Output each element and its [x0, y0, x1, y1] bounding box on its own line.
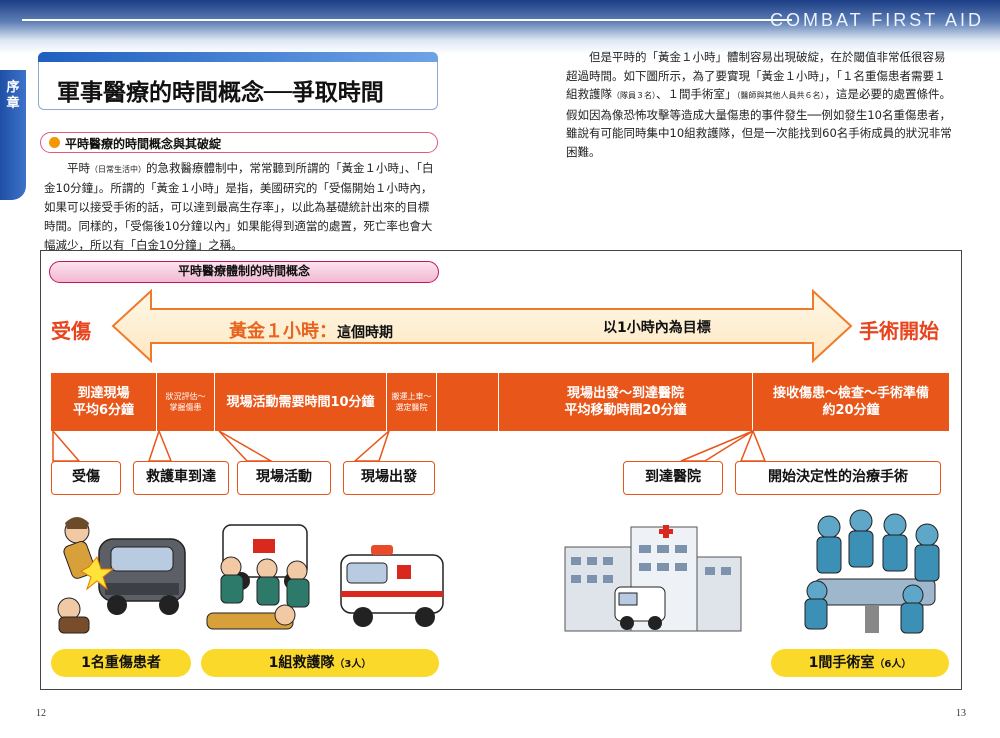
phase-line: 約20分鐘: [822, 403, 880, 418]
label-operating-room: 1間手術室（6人）: [771, 649, 949, 677]
chapter-tab-label: 序章: [6, 80, 20, 111]
left-para-part1: 平時: [67, 161, 90, 175]
left-paragraph: 平時（日常生活中）的急救醫療體制中，常常聽到所謂的「黃金１小時」、「白金10分鐘…: [44, 159, 436, 255]
rescue-team-illustration: [206, 524, 310, 630]
label-team: 1組救護隊（3人）: [201, 649, 439, 677]
right-para-note2: （醫師與其他人員共６名）: [736, 91, 825, 100]
page-title: 軍事醫療的時間概念──爭取時間: [57, 80, 384, 106]
golden-hour-label: 黃金１小時：: [229, 321, 337, 342]
callout-ambulance: 救護車到達: [133, 461, 229, 495]
phase-line: 掌握傷患: [169, 403, 202, 412]
right-para-part1: 但是平時的「黃金１小時」體制容易出現破綻，在於閾值非常低很容易超過時間。如下圖所…: [566, 50, 946, 101]
right-para-part2: 、１間手術室」: [656, 87, 737, 101]
phase-line: 平均6分鐘: [72, 403, 135, 418]
golden-hour-text: 黃金１小時：這個時期: [229, 317, 393, 343]
phase-surgery-prep: 接收傷患～檢查～手術準備約20分鐘: [753, 373, 949, 431]
phase-line: 接收傷患～檢查～手術準備: [772, 386, 929, 401]
header-rule: [22, 19, 792, 21]
right-para-note1: （隊員３名）: [612, 91, 656, 100]
phase-line: 搬運上車～: [391, 392, 432, 401]
callout-surgery: 開始決定性的治療手術: [735, 461, 941, 495]
header-fade: [0, 40, 1000, 54]
double-arrow-icon: [111, 289, 853, 363]
end-label: 手術開始: [859, 319, 939, 343]
right-para-part3: ，這是必要的處置條件。假如因為像恐怖攻擊等造成大量傷患的事件發生──例如發生10…: [566, 87, 952, 159]
phase-gap: [437, 373, 499, 431]
section-heading: 平時醫療的時間概念與其破綻: [40, 132, 438, 153]
title-box: 軍事醫療的時間概念──爭取時間: [38, 52, 438, 110]
phase-transport: 現場出發～到達醫院平均移動時間20分鐘: [499, 373, 753, 431]
label-team-main: 1組救護隊: [268, 655, 335, 671]
callout-hospital: 到達醫院: [623, 461, 723, 495]
section-heading-text: 平時醫療的時間概念與其破綻: [65, 137, 222, 151]
callout-depart: 現場出發: [343, 461, 435, 495]
injured-car-illustration: [57, 517, 186, 634]
ambulance-illustration: [340, 545, 444, 627]
callout-pointers: [52, 429, 767, 462]
label-patient: 1名重傷患者: [51, 649, 191, 677]
start-label: 受傷: [51, 319, 91, 343]
page-number-left: 12: [36, 708, 46, 719]
header-title: COMBAT FIRST AID: [769, 10, 984, 30]
left-para-note: （日常生活中）: [90, 165, 146, 174]
callout-activity: 現場活動: [237, 461, 331, 495]
pointer-injury: [52, 429, 81, 462]
callout-injury: 受傷: [51, 461, 121, 495]
phase-line: 到達現場: [77, 386, 130, 401]
timeline-diagram: 平時醫療體制的時間概念 受傷 手術開始 黃金１小時：這個時期 以1小時內為目標 …: [40, 250, 962, 690]
bullet-icon: [49, 137, 60, 148]
left-para-part2: 的急救醫療體制中，常常聽到所謂的「黃金１小時」、「白金10分鐘」。所謂的「黃金１…: [44, 161, 434, 252]
surgery-team-illustration: [804, 509, 940, 634]
hospital-illustration: [564, 525, 742, 632]
phase-assess: 狀況評估～ 掌握傷患: [157, 373, 215, 431]
diagram-title: 平時醫療體制的時間概念: [49, 261, 439, 283]
phase-onsite: 現場活動需要時間10分鐘: [215, 373, 387, 431]
right-paragraph: 但是平時的「黃金１小時」體制容易出現破綻，在於閾值非常低很容易超過時間。如下圖所…: [566, 48, 956, 161]
phase-line: 選定醫院: [395, 403, 428, 412]
pointer-ambulance: [147, 429, 173, 462]
phase-bar: 到達現場平均6分鐘 狀況評估～ 掌握傷患 現場活動需要時間10分鐘 搬運上車～ 選定…: [51, 373, 949, 431]
label-or-note: （6人）: [874, 659, 912, 670]
golden-hour-sub: 這個時期: [337, 325, 393, 341]
phase-load: 搬運上車～ 選定醫院: [387, 373, 437, 431]
phase-line: 狀況評估～: [165, 392, 206, 401]
phase-arrive: 到達現場平均6分鐘: [51, 373, 157, 431]
pointer-depart: [353, 429, 391, 462]
phase-line: 現場活動需要時間10分鐘: [226, 394, 375, 410]
label-or-main: 1間手術室: [808, 655, 875, 671]
phase-line: 平均移動時間20分鐘: [564, 403, 687, 418]
page-number-right: 13: [956, 708, 966, 719]
target-text: 以1小時內為目標: [603, 320, 711, 336]
phase-line: 現場出發～到達醫院: [566, 386, 684, 401]
label-team-note: （3人）: [334, 659, 372, 670]
chapter-tab: 序章: [0, 70, 26, 200]
pointer-activity: [218, 430, 274, 462]
